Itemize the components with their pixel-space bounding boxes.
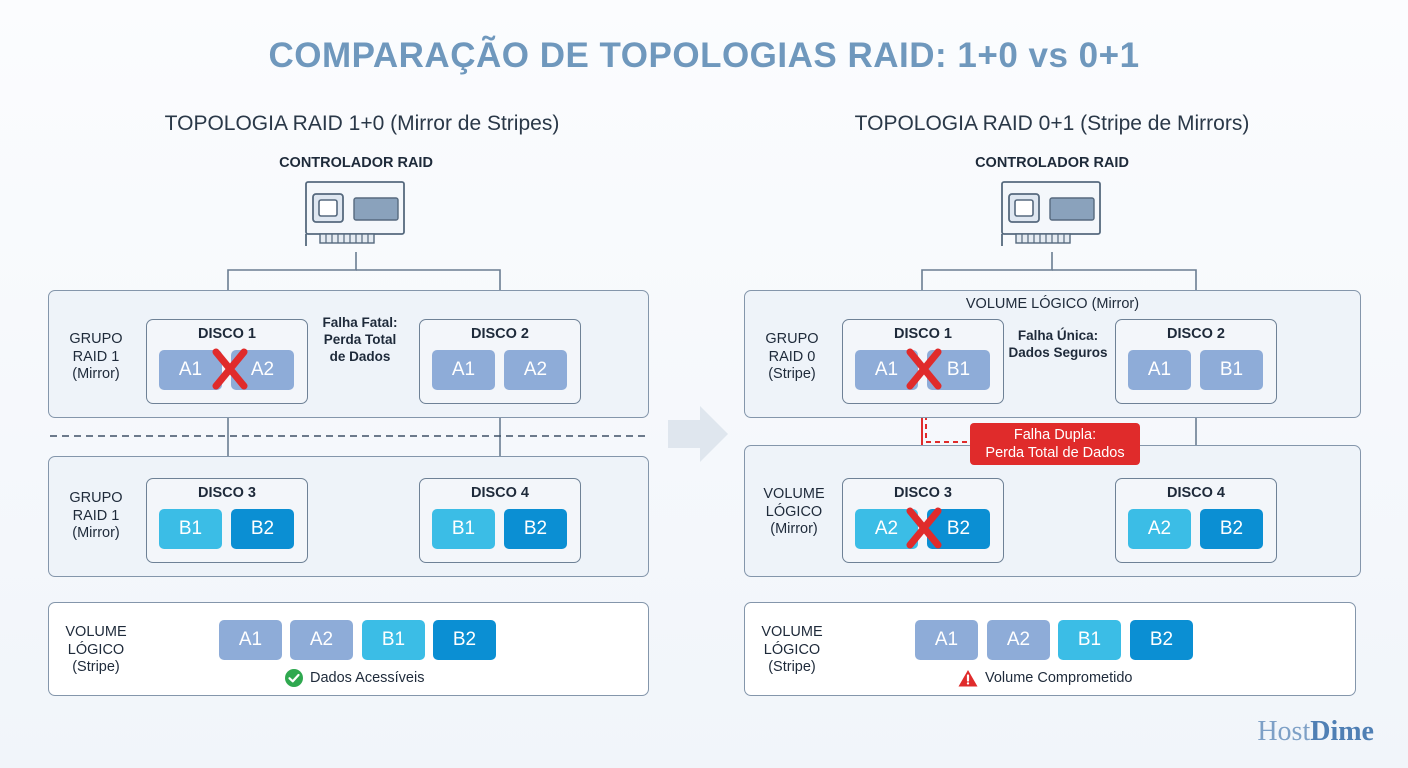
disk-title: DISCO 2 (470, 326, 529, 342)
right-status: Volume Comprometido (958, 669, 1133, 687)
right-disk-4: DISCO 4 A2 B2 (1115, 478, 1277, 563)
failure-x-icon (906, 507, 942, 549)
volume-block: B1 (1058, 620, 1121, 660)
data-block: B1 (1200, 350, 1263, 390)
disk-title: DISCO 1 (893, 326, 952, 342)
right-mirror-title: VOLUME LÓGICO (Mirror) (965, 296, 1140, 312)
left-status-text: Dados Acessíveis (310, 670, 425, 686)
volume-block: B1 (362, 620, 425, 660)
warning-triangle-icon (958, 670, 978, 687)
disk-title: DISCO 3 (893, 485, 952, 501)
volume-block: B2 (1130, 620, 1193, 660)
left-disk-1: DISCO 1 A1 A2 (146, 319, 308, 404)
left-failure-annotation: Falha Fatal: Perda Total de Dados (322, 315, 398, 364)
volume-block: A2 (987, 620, 1050, 660)
data-block: B2 (504, 509, 567, 549)
volume-block: A1 (915, 620, 978, 660)
left-subtitle: TOPOLOGIA RAID 1+0 (Mirror de Stripes) (164, 112, 560, 135)
right-dashed-to-badge (925, 406, 970, 443)
left-group-2-label: GRUPO RAID 1 (Mirror) (69, 490, 123, 541)
double-failure-text: Falha Dupla: Perda Total de Dados (985, 427, 1125, 461)
data-block: B1 (432, 509, 495, 549)
double-failure-badge: Falha Dupla: Perda Total de Dados (970, 423, 1140, 465)
failure-x-icon (212, 348, 248, 390)
left-disk-3: DISCO 3 B1 B2 (146, 478, 308, 563)
disk-title: DISCO 1 (197, 326, 256, 342)
data-block: A1 (855, 350, 918, 390)
left-disk-4: DISCO 4 B1 B2 (419, 478, 581, 563)
data-block: A2 (855, 509, 918, 549)
left-group-1-label: GRUPO RAID 1 (Mirror) (69, 331, 123, 382)
right-group-1-label: GRUPO RAID 0 (Stripe) (765, 331, 819, 382)
right-arrow-icon (668, 406, 728, 462)
data-block: A1 (432, 350, 495, 390)
volume-block: A2 (290, 620, 353, 660)
left-disk-2: DISCO 2 A1 A2 (419, 319, 581, 404)
disk-title: DISCO 4 (1166, 485, 1225, 501)
disk-title: DISCO 4 (470, 485, 529, 501)
data-block: B2 (231, 509, 294, 549)
logo-part-1: Host (1257, 716, 1311, 747)
right-group-2-label: VOLUME LÓGICO (Mirror) (763, 486, 825, 537)
right-status-text: Volume Comprometido (985, 670, 1133, 686)
right-subtitle: TOPOLOGIA RAID 0+1 (Stripe de Mirrors) (854, 112, 1250, 135)
data-block: A1 (159, 350, 222, 390)
raid-controller-card-icon (305, 181, 405, 246)
right-disk-3: DISCO 3 A2 B2 (842, 478, 1004, 563)
volume-block: A1 (219, 620, 282, 660)
raid-controller-card-icon (1001, 181, 1101, 246)
disk-title: DISCO 2 (1166, 326, 1225, 342)
disk-title: DISCO 3 (197, 485, 256, 501)
right-controller-label: CONTROLADOR RAID (975, 155, 1129, 171)
right-volume (744, 602, 1356, 696)
data-block: A1 (1128, 350, 1191, 390)
check-circle-icon (285, 669, 303, 687)
data-block: A2 (1128, 509, 1191, 549)
left-volume-label: VOLUME LÓGICO (Stripe) (65, 624, 127, 675)
right-failure-annotation: Falha Única: Dados Seguros (1008, 328, 1108, 360)
failure-x-icon (906, 348, 942, 390)
data-block: A2 (504, 350, 567, 390)
volume-block: B2 (433, 620, 496, 660)
right-disk-2: DISCO 2 A1 B1 (1115, 319, 1277, 404)
data-block: B1 (159, 509, 222, 549)
right-disk-1: DISCO 1 A1 B1 (842, 319, 1004, 404)
right-volume-label: VOLUME LÓGICO (Stripe) (761, 624, 823, 675)
main-title: COMPARAÇÃO DE TOPOLOGIAS RAID: 1+0 vs 0+… (268, 36, 1140, 75)
data-block: B2 (1200, 509, 1263, 549)
logo-part-2: Dime (1310, 716, 1374, 747)
left-controller-label: CONTROLADOR RAID (279, 155, 433, 171)
left-status: Dados Acessíveis (285, 669, 424, 687)
hostdime-logo: HostDime (1257, 716, 1374, 748)
